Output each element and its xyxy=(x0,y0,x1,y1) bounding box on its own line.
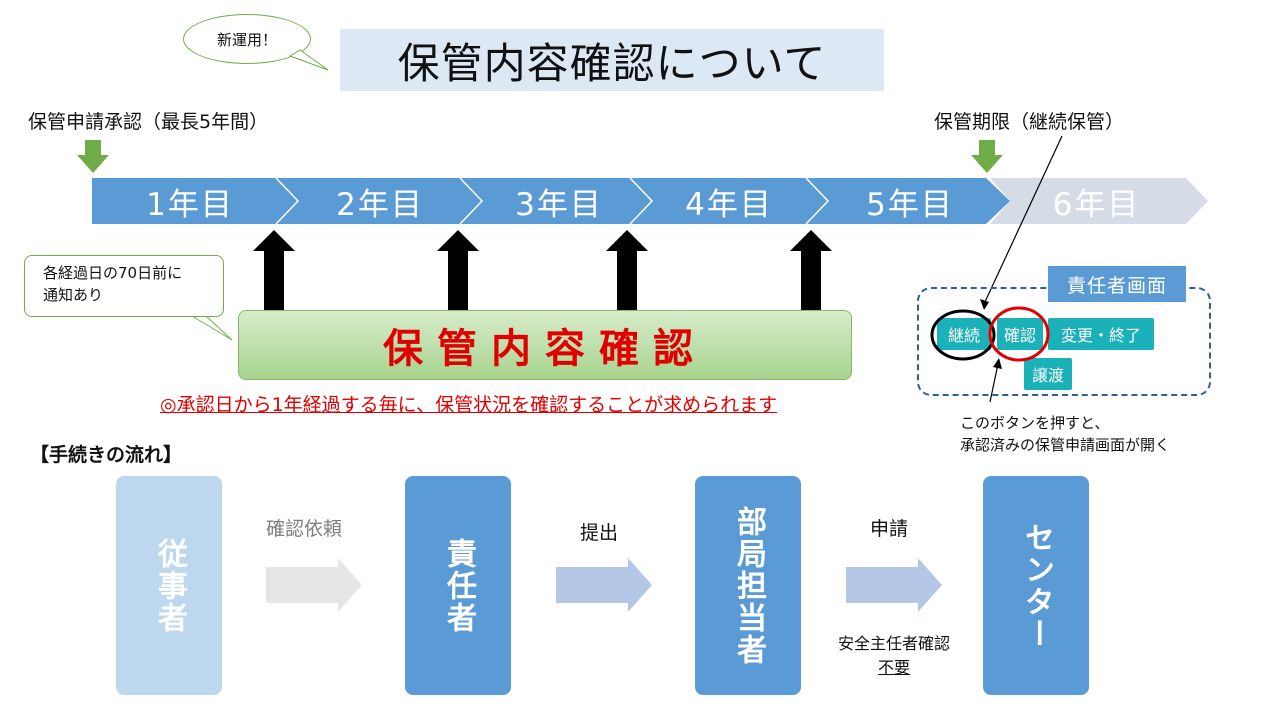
flow-step-worker: 従事者 xyxy=(116,476,222,695)
flow-step-center: センター xyxy=(983,476,1089,695)
confirm-button[interactable]: 確認 xyxy=(997,318,1043,350)
button-note-line-1: このボタンを押すと、 xyxy=(960,414,1110,432)
up-arrow-icon xyxy=(253,230,295,310)
up-arrow-icon xyxy=(437,230,479,310)
flow-heading: 【手続きの流れ】 xyxy=(30,444,183,466)
year-label-3: 3年目 xyxy=(515,186,603,223)
year-separators xyxy=(275,177,830,225)
request-arrow-icon xyxy=(266,558,362,612)
button-note: このボタンを押すと、 承認済みの保管申請画面が開く xyxy=(960,412,1170,456)
safety-officer-note: 安全主任者確認 不要 xyxy=(826,632,962,680)
submit-arrow-icon xyxy=(556,558,652,612)
continue-highlight-circle xyxy=(930,309,996,361)
new-operation-text: 新運用！ xyxy=(216,30,277,49)
new-operation-bubble: 新運用！ xyxy=(183,14,311,64)
up-arrow-icon xyxy=(790,230,832,310)
flow-arrow-label-apply: 申請 xyxy=(870,518,909,540)
storage-deadline-label: 保管期限（継続保管） xyxy=(934,111,1125,133)
confirmation-requirement-note: ◎承認日から1年経過する毎に、保管状況を確認することが求められます xyxy=(160,394,778,416)
continue-button[interactable]: 継続 xyxy=(937,318,991,350)
green-down-arrows xyxy=(77,140,1003,173)
notice-callout: 各経過日の70日前に 通知あり xyxy=(24,255,224,317)
page-title: 保管内容確認について xyxy=(340,29,884,91)
flow-step-manager: 責任者 xyxy=(405,476,511,695)
button-note-line-2: 承認済みの保管申請画面が開く xyxy=(960,436,1171,454)
annual-check-arrows xyxy=(253,230,832,310)
flow-arrow-label-submit: 提出 xyxy=(580,522,619,544)
approval-start-label: 保管申請承認（最長5年間） xyxy=(28,111,269,133)
safety-officer-line-2: 不要 xyxy=(877,658,910,677)
year-label-1: 1年目 xyxy=(146,186,234,223)
year-label-5: 5年目 xyxy=(866,186,954,223)
up-arrow-icon xyxy=(606,230,648,310)
notice-line-1: 各経過日の70日前に xyxy=(43,264,183,282)
storage-confirmation-bar: 保管内容確認 xyxy=(238,310,852,380)
transfer-button[interactable]: 譲渡 xyxy=(1024,358,1072,390)
deadline-arrow-icon xyxy=(971,140,1003,173)
change-end-button[interactable]: 変更・終了 xyxy=(1048,318,1154,350)
years-1-5-band xyxy=(92,178,1010,224)
manager-screen-title: 責任者画面 xyxy=(1048,266,1186,302)
safety-officer-line-1: 安全主任者確認 xyxy=(837,634,950,653)
apply-arrow-icon xyxy=(846,558,942,612)
notice-line-2: 通知あり xyxy=(43,286,104,304)
flow-step-department: 部局担当者 xyxy=(695,476,801,695)
start-arrow-icon xyxy=(77,140,109,173)
year-6-segment xyxy=(990,178,1208,224)
year-label-6: 6年目 xyxy=(1052,186,1141,223)
year-label-2: 2年目 xyxy=(336,186,424,223)
flow-arrow-label-request: 確認依頼 xyxy=(266,518,343,540)
confirm-highlight-circle xyxy=(988,306,1050,362)
year-label-4: 4年目 xyxy=(685,186,773,223)
